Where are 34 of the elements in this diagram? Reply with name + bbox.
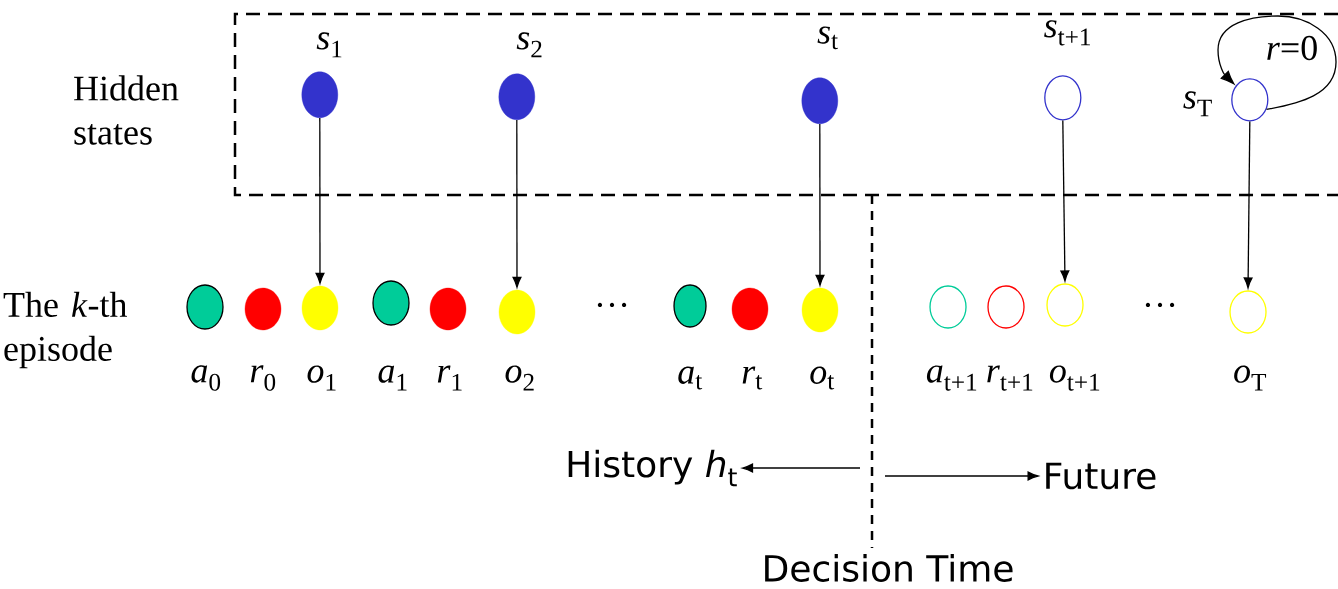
variable-label: o$_{1}$ — [307, 365, 336, 391]
arrow — [1060, 119, 1070, 282]
label-text: The k-th episode — [3, 291, 127, 369]
text-label: History h$_{t}$ — [568, 449, 737, 487]
arrow — [815, 123, 825, 286]
ellipsis: … — [597, 302, 627, 308]
arrow — [1217, 15, 1337, 111]
variable-label: a$_{t+1}$ — [926, 365, 977, 391]
variable-label: s$_{T}$ — [1183, 91, 1212, 117]
variable-label: s$_{1}$ — [316, 32, 342, 58]
arrow — [742, 463, 861, 473]
variable-label: a$_{1}$ — [378, 365, 407, 391]
text-label: Future — [1046, 462, 1156, 490]
edge-label: r=0 — [1264, 34, 1320, 62]
variable-label: o$_{t+1}$ — [1049, 365, 1100, 391]
region-heading: Hidden states — [74, 75, 179, 145]
variable-label: r$_{1}$ — [437, 365, 462, 391]
variable-label: o$_{2}$ — [505, 365, 534, 391]
arrow — [512, 119, 522, 288]
label-text: Decision Time — [765, 554, 1013, 582]
variable-label: r$_{t+1}$ — [987, 365, 1033, 391]
variable-label: a$_{0}$ — [191, 365, 221, 391]
variable-label: s$_{2}$ — [516, 32, 542, 58]
variable-label: r$_{0}$ — [250, 365, 276, 391]
variable-label: s$_{t+1}$ — [1044, 20, 1090, 46]
arrow — [884, 471, 1039, 481]
variable-label: s$_{t}$ — [817, 26, 838, 50]
arrow — [315, 117, 325, 284]
variable-label: a$_{t}$ — [678, 366, 703, 390]
arrow — [1243, 120, 1253, 289]
variable-label: o$_{t}$ — [810, 366, 835, 390]
ellipsis: … — [1145, 302, 1175, 308]
variable-label: r$_{t}$ — [742, 366, 763, 390]
variable-label: o$_{T}$ — [1234, 365, 1267, 391]
